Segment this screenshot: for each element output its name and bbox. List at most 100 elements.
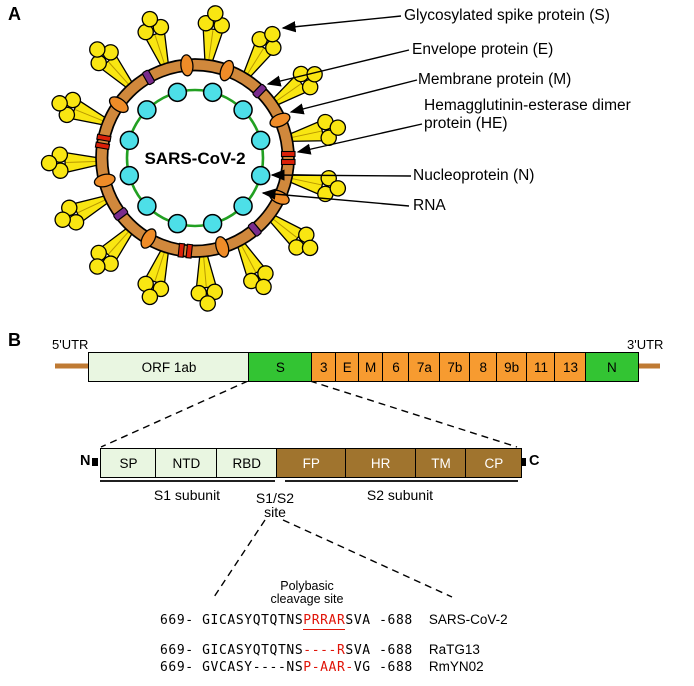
membrane-protein [93,173,116,188]
n-terminus-square [92,458,98,466]
nucleoprotein [119,165,140,186]
genome-segment-6: 6 [382,352,411,382]
he-dimer-protein [94,133,112,151]
strain-name-label: RmYN02 [428,659,484,674]
sequence-segment: SVA -688 [345,613,413,628]
nucleoprotein [119,130,140,151]
genome-segment-m: M [357,352,384,382]
spike-domain-cp: CP [465,448,523,478]
legend-label-he-dimer-protein: Hemagglutinin-esterase dimer protein (HE… [424,97,631,133]
expansion-dashed-lines [100,380,518,598]
membrane-protein [219,59,235,82]
legend-arrows [261,15,423,207]
membrane-protein [269,112,291,128]
membrane-protein [108,96,129,114]
legend-label-rna: RNA [413,197,446,214]
legend-arrow-envelope [266,49,410,87]
s1s2-site-label-line1: S1/S2 [255,490,295,506]
genome-segment-9b: 9b [495,352,528,382]
envelope-protein [247,221,262,237]
nucleoprotein [202,213,223,234]
nucleoprotein [137,196,157,216]
sequence-segment: SVA -688 [345,643,413,658]
spike-domain-rbd: RBD [215,448,278,478]
legend-arrow-spike [281,15,402,33]
sequence-segment: 669- GICASYQTQTNS [160,643,304,658]
virus-name-label: SARS-CoV-2 [144,149,245,168]
spike-protein [267,213,319,257]
legend-arrow-rna [261,188,410,207]
envelope-protein [142,69,155,86]
nucleoprotein [233,100,253,120]
genome-segment-3: 3 [310,352,337,382]
spike-domain-hr: HR [344,448,417,478]
spike-protein [137,10,170,70]
legend-label-envelope-protein: Envelope protein (E) [412,41,554,58]
utr3-label: 3'UTR [627,337,664,352]
nucleoprotein [233,196,253,216]
panel-b-label: B [8,330,21,350]
legend-label-spike-protein: Glycosylated spike protein (S) [404,7,610,24]
expansion-dash-line [309,380,518,448]
strain-name-label: RaTG13 [428,642,480,657]
rna-strand [125,88,265,228]
genome-segment-13: 13 [554,352,587,382]
viral-membrane [96,59,294,257]
nucleoprotein [167,82,188,103]
nucleoprotein [250,130,271,151]
legend-label-nucleoprotein: Nucleoprotein (N) [413,167,535,184]
genome-segment-7a: 7a [408,352,441,382]
legend-arrow-he [296,123,423,155]
expansion-dash-line [213,519,266,598]
sequence-segment: 669- GVCASY----NS [160,660,304,675]
legend-label-membrane-protein: Membrane protein (M) [418,71,572,88]
envelope-protein [113,207,129,221]
he-dimer-protein [177,242,194,259]
nucleoprotein [250,165,271,186]
expansion-dash-line [282,519,453,598]
genome-segment-n: N [584,352,639,382]
polybasic-label-line2: cleavage site [270,592,344,606]
spike-protein [40,146,101,179]
membrane-outline-outer [95,58,295,258]
spike-protein [137,246,170,306]
spike-domain-tm: TM [415,448,468,478]
legend-arrow-nucleoprotein [270,169,412,181]
he-dimer-protein [280,150,296,166]
membrane-protein [215,236,230,258]
cleavage-site-residues: PRRAR [303,613,346,630]
spike-protein [89,41,135,91]
c-terminus-square [520,458,526,466]
genome-segment-e: E [335,352,360,382]
envelope-protein [252,83,267,99]
membrane-protein [180,54,194,77]
membrane-outline-inner [106,69,284,247]
genome-segment-7b: 7b [438,352,471,382]
utr5-label: 5'UTR [52,337,89,352]
polybasic-label-line1: Polybasic [280,579,334,593]
spike-domain-ntd: NTD [155,448,218,478]
spike-protein [235,239,274,296]
c-terminus-label: C [529,453,540,469]
sequence-segment: VG -688 [353,660,413,675]
spike-protein [190,251,223,312]
n-terminus-label: N [80,453,91,469]
spike-domain-fp: FP [276,448,347,478]
legend-arrow-membrane [289,79,418,115]
cleavage-site-residues: P-AAR- [303,660,354,675]
spike-domain-sp: SP [100,448,157,478]
genome-segment-11: 11 [526,352,557,382]
genome-segment-8: 8 [469,352,498,382]
nucleoprotein [167,213,188,234]
sequence-segment: 669- GICASYQTQTNS [160,613,304,628]
virion-diagram [40,5,347,312]
s1-subunit-label: S1 subunit [153,487,221,503]
membrane-protein [140,228,157,249]
